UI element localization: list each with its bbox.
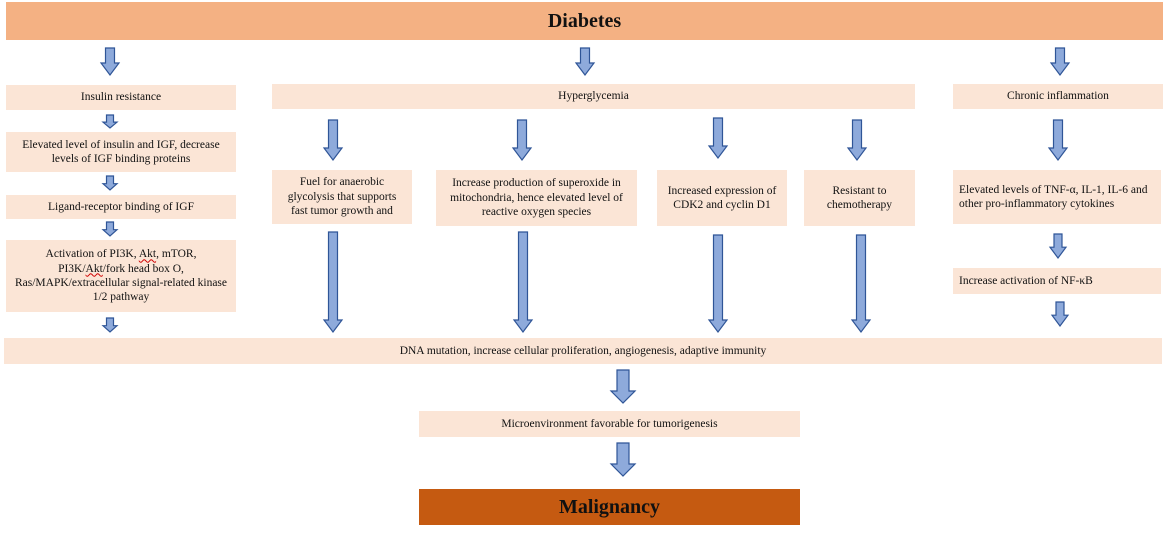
anaerobic-glycolysis-box: Fuel for anaerobic glycolysis that suppo… bbox=[272, 170, 412, 224]
arrow-dna-to-microenvironment bbox=[609, 369, 637, 404]
arrow-to-chronic-inflammation bbox=[1049, 47, 1071, 76]
arrow-chemo-to-dna bbox=[850, 234, 872, 333]
chronic-inflammation-box: Chronic inflammation bbox=[953, 84, 1163, 109]
arrow-glycolysis-to-dna bbox=[322, 231, 344, 333]
malignancy-box: Malignancy bbox=[419, 489, 800, 525]
diagram-title: Diabetes bbox=[6, 2, 1163, 40]
arrow-hyper-to-chemo bbox=[846, 119, 868, 161]
hyperglycemia-box: Hyperglycemia bbox=[272, 84, 915, 109]
arrow-insulin-to-elevated bbox=[101, 114, 119, 129]
microenvironment-box: Microenvironment favorable for tumorigen… bbox=[419, 411, 800, 437]
arrow-hyper-to-glycolysis bbox=[322, 119, 344, 161]
arrow-microenvironment-to-malignancy bbox=[609, 442, 637, 477]
arrow-superoxide-to-dna bbox=[512, 231, 534, 333]
arrow-ligand-to-pathway bbox=[101, 221, 119, 237]
cytokines-box: Elevated levels of TNF-α, IL-1, IL-6 and… bbox=[953, 170, 1161, 224]
cdk2-cyclin-box: Increased expression of CDK2 and cyclin … bbox=[657, 170, 787, 226]
superoxide-box: Increase production of superoxide in mit… bbox=[436, 170, 637, 226]
dna-mutation-box: DNA mutation, increase cellular prolifer… bbox=[4, 338, 1162, 364]
arrow-nfkb-to-dna bbox=[1050, 301, 1070, 328]
arrow-to-hyperglycemia bbox=[574, 47, 596, 76]
arrow-pathway-to-dna bbox=[101, 317, 119, 333]
pathway-activation-box: Activation of PI3K, Akt, mTOR, PI3K/Akt/… bbox=[6, 240, 236, 312]
nf-kb-box: Increase activation of NF-κB bbox=[953, 268, 1161, 294]
ligand-receptor-box: Ligand-receptor binding of IGF bbox=[6, 195, 236, 219]
arrow-to-insulin-resistance bbox=[99, 47, 121, 76]
arrow-cytokines-to-nfkb bbox=[1048, 233, 1068, 260]
elevated-insulin-igf-box: Elevated level of insulin and IGF, decre… bbox=[6, 132, 236, 172]
arrow-hyper-to-cdk2 bbox=[707, 117, 729, 159]
arrow-hyper-to-superoxide bbox=[511, 119, 533, 161]
pathway-activation-text: Activation of PI3K, Akt, mTOR, PI3K/Akt/… bbox=[14, 248, 228, 304]
insulin-resistance-box: Insulin resistance bbox=[6, 85, 236, 110]
chemotherapy-resistance-box: Resistant to chemotherapy bbox=[804, 170, 915, 226]
arrow-cdk2-to-dna bbox=[707, 234, 729, 333]
arrow-inflammation-to-cytokines bbox=[1047, 119, 1069, 161]
arrow-elevated-to-ligand bbox=[101, 175, 119, 191]
